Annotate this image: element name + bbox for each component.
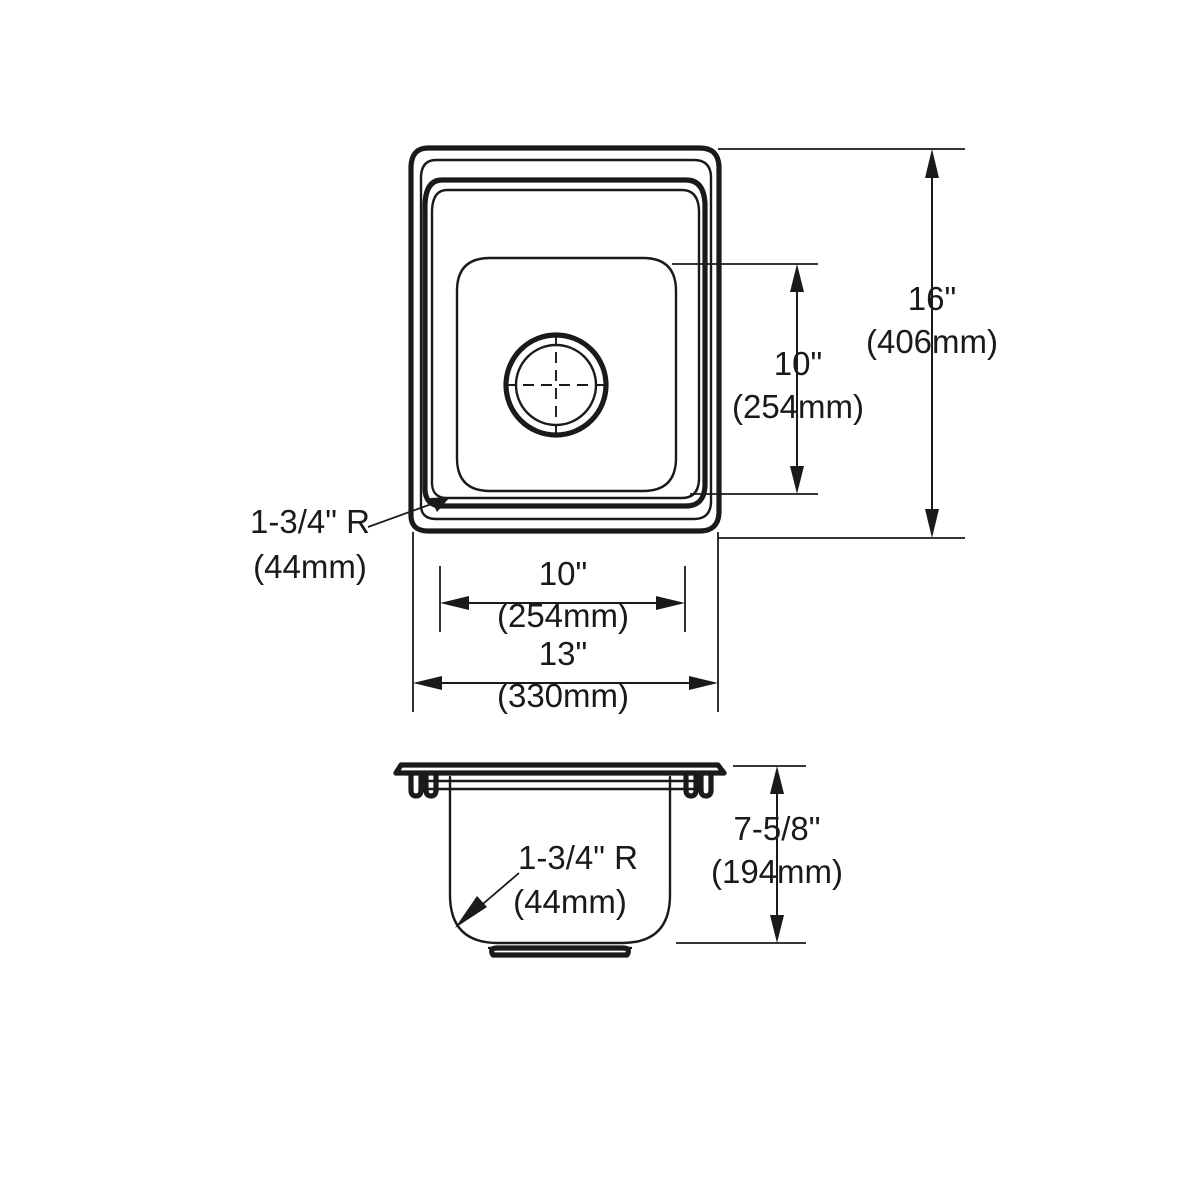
rim-outer-edge bbox=[408, 145, 722, 534]
rim-inner-edge bbox=[419, 158, 713, 521]
bowl-width-metric: (254mm) bbox=[497, 597, 629, 634]
bowl-opening-outer bbox=[422, 177, 708, 509]
mounting-clip-right-b bbox=[698, 772, 714, 799]
bowl-depth-plan-imperial: 10" bbox=[774, 345, 822, 382]
dimension-bowl-depth-section: 7-5/8" (194mm) bbox=[676, 765, 843, 944]
drain-outer-ring bbox=[503, 332, 609, 438]
corner-radius-arrowhead-section bbox=[455, 896, 487, 928]
bowl-depth-section-metric: (194mm) bbox=[711, 853, 843, 890]
dimension-bowl-depth-plan: 10" (254mm) bbox=[672, 263, 864, 495]
dimension-overall-width: 13" (330mm) bbox=[412, 532, 719, 714]
overall-width-arrowhead-left bbox=[413, 676, 442, 690]
corner-radius-section-metric: (44mm) bbox=[513, 883, 627, 920]
corner-radius-section-imperial: 1-3/4" R bbox=[518, 839, 638, 876]
overall-width-imperial: 13" bbox=[539, 635, 587, 672]
bowl-width-arrowhead-right bbox=[656, 596, 685, 610]
bowl-floor-outline bbox=[455, 256, 678, 493]
section-rim-slab bbox=[393, 762, 727, 776]
overall-height-imperial: 16" bbox=[908, 280, 956, 317]
section-view bbox=[393, 762, 727, 958]
overall-width-metric: (330mm) bbox=[497, 677, 629, 714]
dimension-overall-height: 16" (406mm) bbox=[718, 148, 998, 539]
bowl-width-imperial: 10" bbox=[539, 555, 587, 592]
mounting-clip-right-a bbox=[683, 772, 699, 799]
top-view bbox=[408, 145, 722, 534]
overall-width-arrowhead-right bbox=[689, 676, 718, 690]
mounting-clip-left-a bbox=[408, 772, 424, 799]
dimension-bowl-width: 10" (254mm) bbox=[439, 555, 686, 634]
corner-radius-arrowhead-top bbox=[430, 497, 450, 512]
bowl-depth-plan-metric: (254mm) bbox=[732, 388, 864, 425]
mounting-clip-left-b bbox=[423, 772, 439, 799]
corner-radius-top-imperial: 1-3/4" R bbox=[250, 503, 370, 540]
bowl-opening-inner bbox=[430, 188, 701, 500]
bowl-width-arrowhead-left bbox=[440, 596, 469, 610]
overall-height-metric: (406mm) bbox=[866, 323, 998, 360]
bowl-depth-section-imperial: 7-5/8" bbox=[734, 810, 821, 847]
overall-height-arrowhead-top bbox=[925, 149, 939, 178]
corner-radius-callout-section: 1-3/4" R (44mm) bbox=[455, 839, 638, 928]
corner-radius-callout-top: 1-3/4" R (44mm) bbox=[250, 497, 450, 585]
bowl-section-outline bbox=[448, 775, 672, 945]
bowl-depth-arrowhead-bottom bbox=[790, 466, 804, 494]
overall-height-arrowhead-bottom bbox=[925, 509, 939, 538]
bowl-depth-arrowhead-top bbox=[790, 264, 804, 292]
bowl-depth-section-arrowhead-top bbox=[770, 766, 784, 794]
corner-radius-top-metric: (44mm) bbox=[253, 548, 367, 585]
bowl-depth-section-arrowhead-bottom bbox=[770, 915, 784, 943]
